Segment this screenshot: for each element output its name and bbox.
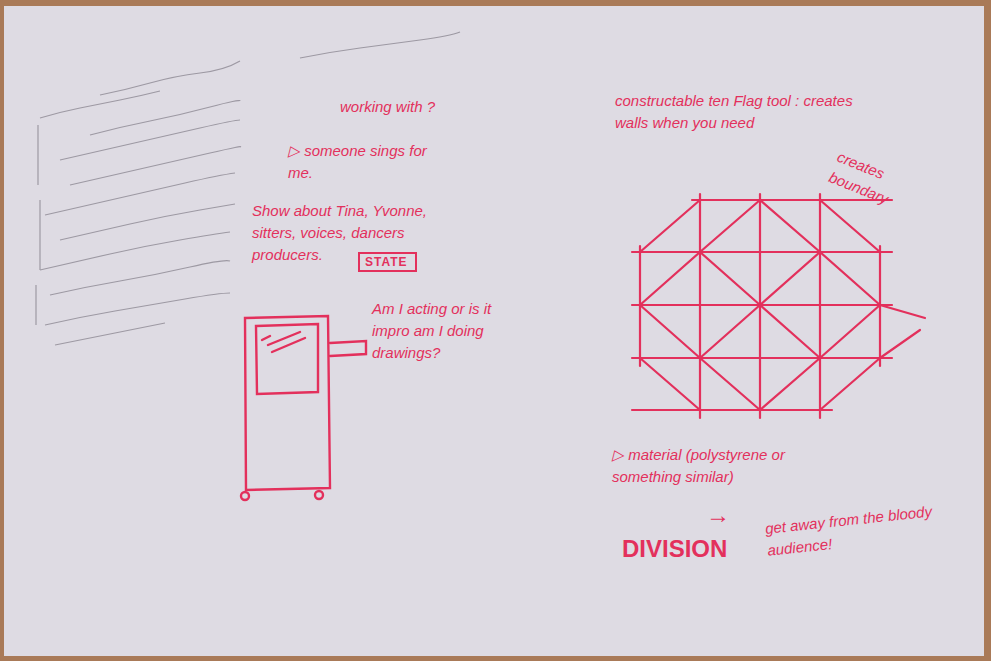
handwritten-note: ▷ someone sings for me. [288,140,438,184]
lattice-strut [640,200,700,252]
handwritten-note: Am I acting or is it impro am I doing dr… [372,298,522,364]
handwritten-note: ▷ material (polystyrene or something sim… [612,444,837,488]
lattice-strut [760,200,820,252]
lattice-strut [880,330,920,358]
handwritten-note: → [706,500,746,530]
lattice-strut [760,305,820,358]
lattice-strut [820,305,880,358]
lattice-strut [640,305,700,358]
pencil-scribbles [36,32,460,345]
paper-sheet [4,6,984,656]
lattice-strut [700,252,760,305]
lattice-strut [880,305,925,318]
lattice-strut [700,358,760,410]
lattice-strut [820,200,880,252]
wall-lattice [632,194,925,418]
lattice-strut [700,305,760,358]
lattice-strut [632,409,832,411]
handwritten-note: DIVISION [622,534,762,564]
lattice-strut [760,252,820,305]
lattice-strut [699,194,701,418]
boxed-text: STATE [365,254,410,270]
lattice-strut [640,358,700,410]
lattice-strut [632,251,892,253]
lattice-strut [760,358,820,410]
handwritten-note: working with ? [340,96,490,118]
lattice-strut [700,200,760,252]
lattice-strut [640,252,700,305]
monitor-on-wheels [241,316,366,500]
lattice-strut [632,357,892,359]
boxed-word: STATE [358,252,417,272]
handwritten-note: constructable ten Flag tool : creates wa… [615,90,865,134]
lattice-strut [820,252,880,305]
lattice-strut [820,358,880,410]
handwritten-note: Show about Tina, Yvonne, sitters, voices… [252,200,457,266]
lattice-strut [819,194,821,418]
